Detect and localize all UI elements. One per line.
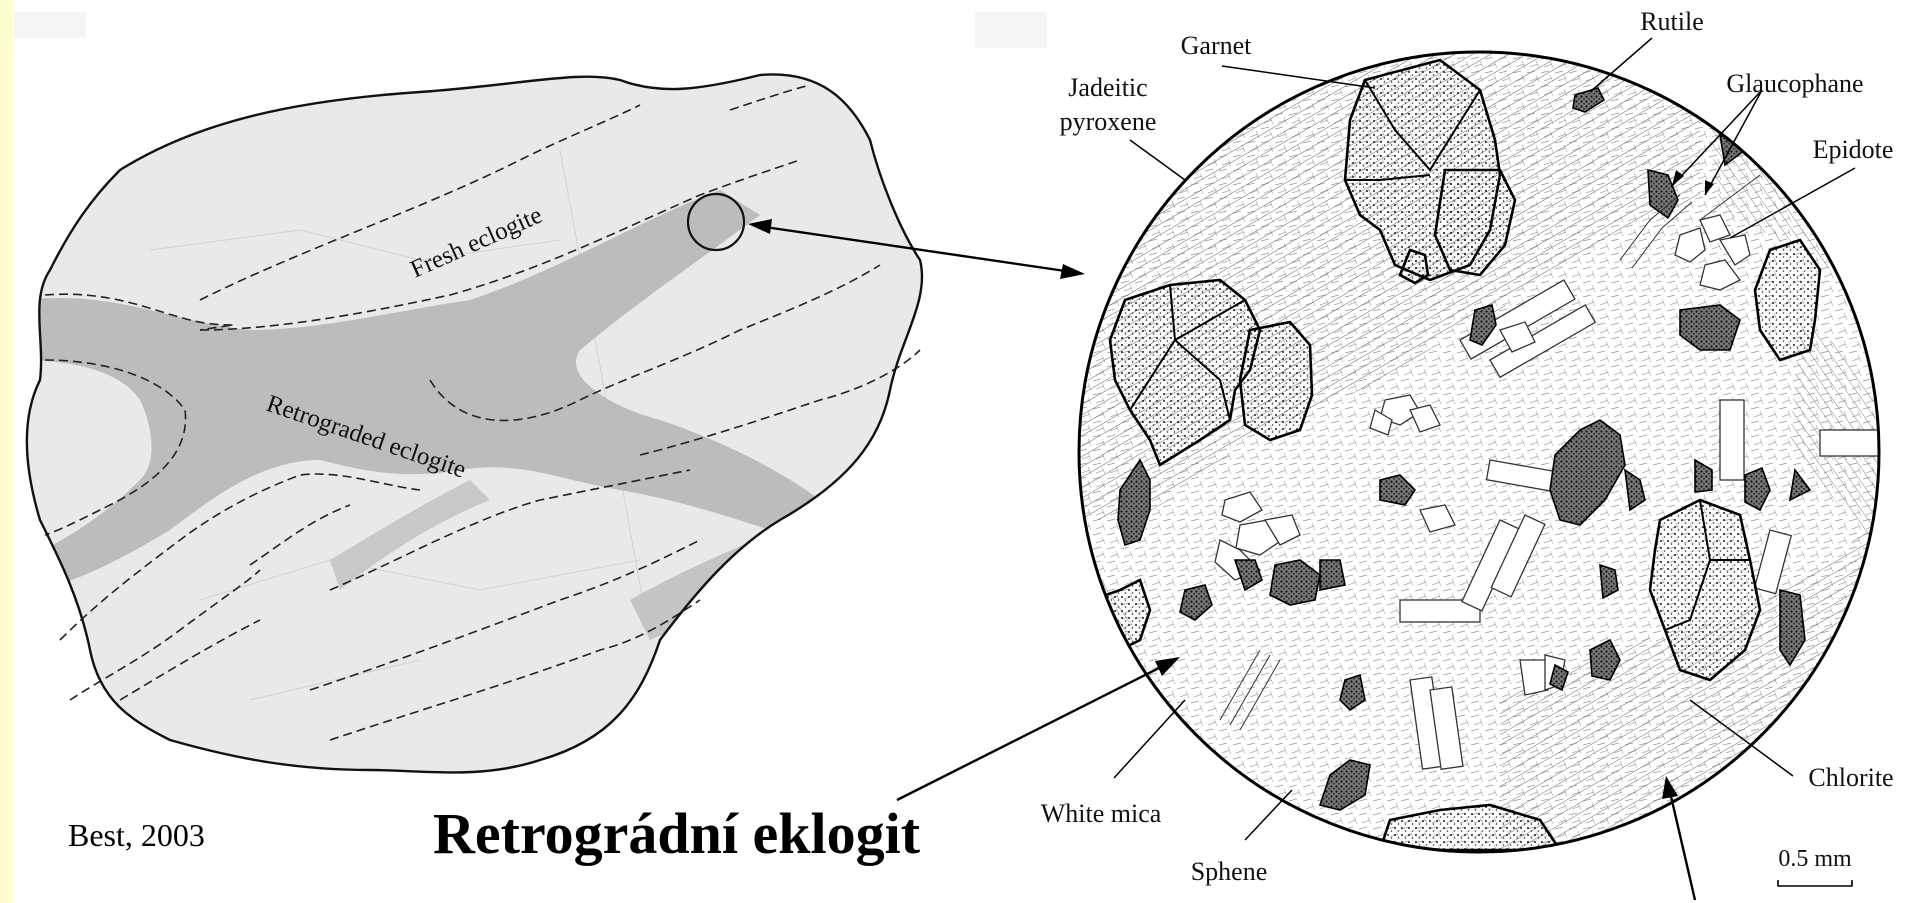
placeholder-patch-right <box>975 12 1047 48</box>
sphene-label: Sphene <box>1191 857 1268 886</box>
jadeitic-label-line2: pyroxene <box>1060 107 1157 136</box>
garnet-label: Garnet <box>1181 31 1253 60</box>
glaucophane-label: Glaucophane <box>1726 69 1863 98</box>
thin-section <box>1079 52 1890 852</box>
white-mica-arrow <box>897 657 1180 800</box>
chlorite-label: Chlorite <box>1808 763 1893 792</box>
scale-bar: 0.5 mm <box>1778 846 1852 886</box>
rutile-label: Rutile <box>1640 7 1704 36</box>
placeholder-patch-left <box>14 12 86 38</box>
outcrop-map: Fresh eclogite Retrograded eclogite <box>20 74 922 772</box>
white-mica-label: White mica <box>1041 799 1162 828</box>
source-credit: Best, 2003 <box>68 817 205 854</box>
scale-label: 0.5 mm <box>1778 846 1852 872</box>
epidote-label: Epidote <box>1813 135 1894 164</box>
jadeitic-label-line1: Jadeitic <box>1068 73 1147 102</box>
slide-title: Retrográdní eklogit <box>433 800 920 867</box>
